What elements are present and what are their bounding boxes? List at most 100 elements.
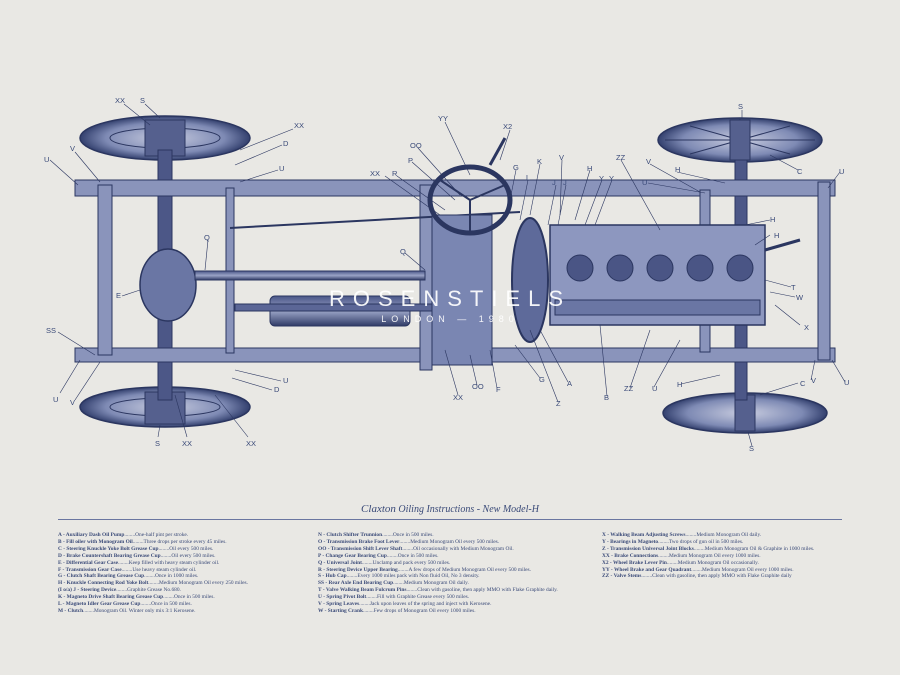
legend-key: H - Knuckle Connecting Rod Yoke Bolt (58, 580, 149, 587)
legend-key: L - Magneto Idler Gear Grease Cup (58, 601, 141, 608)
legend-key: XX - Brake Connections (602, 552, 659, 559)
legend-row: V - Spring Leaves........Jack upon leave… (318, 601, 596, 608)
callout-label: D (274, 385, 280, 394)
legend-instruction: One-half pint per stroke. (135, 532, 189, 538)
legend-key: M - Clutch (58, 607, 84, 614)
legend-row: D - Brake Countershaft Bearing Grease Cu… (58, 553, 312, 560)
title-text: Oiling Instructions - New Model-H (398, 504, 539, 515)
legend-key: F - Transmission Gear Case (58, 566, 122, 573)
legend-key: ZZ - Valve Stems (602, 573, 642, 580)
legend-instruction: Medium Monogram Oil every 500 miles. (410, 538, 500, 545)
legend-key: R - Steering Device Upper Bearing (318, 566, 398, 573)
legend-key: K - Magneto Drive Shaft Bearing Grease C… (58, 594, 164, 601)
legend-instruction: Keep filled with heavy steam cylinder oi… (128, 559, 220, 566)
leader-dots: ........ (83, 607, 94, 614)
callout-label: H (587, 164, 592, 173)
callout-label: V (559, 153, 564, 162)
legend-key: Z - Transmission Universal Joint Blocks (602, 545, 694, 552)
transmission-case (431, 214, 493, 366)
legend-key: B - Fill oiler with Monogram Oil (58, 538, 133, 545)
leader-dots: ........ (393, 580, 404, 587)
callout-label: XX (246, 439, 256, 448)
callout-label: S (749, 444, 754, 453)
legend-key: U - Spring Pivot Bolt (318, 594, 367, 601)
legend-row: B - Fill oiler with Monogram Oil........… (58, 539, 312, 546)
callout-label: XX (115, 96, 125, 105)
leader-dots: ........ (148, 580, 160, 587)
legend-key: OO - Transmission Shift Lever Shaft (318, 545, 403, 552)
leader-dots: ........ (124, 532, 136, 538)
legend-key: X2 - Wheel Brake Lever Pin (602, 559, 667, 566)
oiling-legend: A - Auxiliary Dash Oil Pump........One-h… (58, 532, 842, 615)
legend-instruction: Use heavy steam cylinder oil. (132, 566, 197, 573)
callout-labels: XX S XX D U V U Q E SS U V S XX U D XX X… (44, 96, 849, 453)
title-divider (58, 519, 842, 520)
callout-label: W (796, 293, 804, 302)
callout-label: T (791, 283, 796, 292)
brake-lever (488, 137, 507, 166)
leader-dots: ........ (163, 594, 174, 601)
leader-dots: ........ (406, 587, 418, 594)
legend-row: SS - Rear Axle End Bearing Cup........Me… (318, 580, 596, 587)
callout-label: OO (472, 382, 484, 391)
callout-label: L (526, 173, 530, 182)
differential-housing (139, 248, 197, 322)
legend-instruction: Oil every 500 miles. (171, 552, 216, 559)
legend-row: C - Steering Knuckle Yoke Bolt Grease Cu… (58, 546, 312, 553)
leader-dots: ........ (366, 594, 377, 601)
callout-label: R (392, 169, 398, 178)
legend-row: X2 - Wheel Brake Lever Pin........Medium… (602, 560, 836, 567)
legend-row: P - Change Gear Bearing Cup........Once … (318, 553, 596, 560)
callout-label: E (116, 291, 121, 300)
leader-dots: ........ (121, 566, 133, 573)
callout-label: Y (599, 174, 604, 183)
callout-label: K (537, 157, 542, 166)
callout-label: ZZ (624, 384, 634, 393)
legend-row: U - Spring Pivot Bolt........Fill with G… (318, 594, 596, 601)
callout-label: H (774, 231, 779, 240)
legend-key: S - Hub Cap (318, 573, 347, 580)
legend-key: A - Auxiliary Dash Oil Pump (58, 532, 125, 538)
callout-label: XX (453, 393, 463, 402)
leader-dots: ........ (658, 538, 669, 545)
legend-instruction: Once in 500 miles. (397, 552, 439, 559)
callout-label: U (279, 164, 284, 173)
legend-instruction: Graphite Grease No.680. (127, 587, 181, 594)
legend-instruction: Once in 500 miles. (151, 601, 192, 608)
leader-dots: ........ (693, 545, 705, 552)
legend-row: OO - Transmission Shift Lever Shaft.....… (318, 546, 596, 553)
leader-dots: ........ (402, 545, 414, 552)
leader-dots: ........ (117, 559, 129, 566)
legend-column-3: X - Walking Beam Adjusting Screws.......… (602, 532, 842, 615)
legend-row: H - Knuckle Connecting Rod Yoke Bolt....… (58, 580, 312, 587)
callout-label: X (804, 323, 809, 332)
leader-dots: ........ (382, 532, 393, 538)
callout-label: V (70, 144, 75, 153)
callout-label: H (677, 380, 682, 389)
leader-dots: ........ (666, 559, 678, 566)
legend-row: Y - Bearings in Magneto........Two drops… (602, 539, 836, 546)
leader-dots: ........ (359, 601, 370, 608)
legend-instruction: Medium Monogram Oil every 250 miles. (159, 580, 248, 587)
legend-instruction: Jack upon leaves of the spring and injec… (369, 601, 492, 608)
callout-label: A (567, 379, 572, 388)
callout-label: Q (400, 247, 406, 256)
leader-dots: ........ (132, 538, 144, 545)
leader-lines (49, 103, 846, 447)
legend-instruction: Unclamp and pack every 500 miles. (372, 559, 451, 566)
callout-label: U (839, 167, 844, 176)
legend-key: X - Walking Beam Adjusting Screws (602, 532, 686, 538)
callout-label: ZZ (616, 153, 626, 162)
legend-instruction: Clean with gasoline, then apply MMO with… (417, 587, 558, 594)
legend-row: (I o/a) J - Steering Device........Graph… (58, 587, 312, 594)
callout-label: U (652, 384, 657, 393)
flywheel (511, 217, 549, 343)
legend-instruction: Medium Monogram Oil daily. (696, 532, 762, 538)
callout-label: S (155, 439, 160, 448)
legend-key: (I o/a) J - Steering Device (58, 587, 117, 594)
callout-label: SS (46, 326, 56, 335)
legend-instruction: Once in 500 miles. (392, 532, 434, 538)
leader-dots: ........ (361, 559, 373, 566)
leader-dots: ........ (160, 552, 172, 559)
callout-label: V (70, 398, 75, 407)
